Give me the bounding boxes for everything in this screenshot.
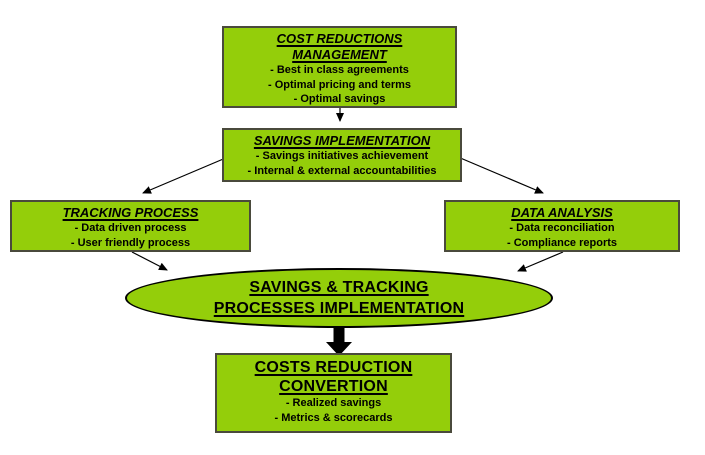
node-title: COSTS REDUCTION CONVERTION <box>217 358 450 396</box>
node-title-line: COST REDUCTIONS <box>276 31 403 46</box>
node-title: SAVINGS IMPLEMENTATION <box>224 133 460 149</box>
node-savings-tracking-implementation: SAVINGS & TRACKING PROCESSES IMPLEMENTAT… <box>125 268 553 328</box>
node-bullets: - Data reconciliation - Compliance repor… <box>446 221 678 250</box>
node-bullets: - Best in class agreements - Optimal pri… <box>224 63 455 107</box>
arrow-tracking-to-ellipse <box>131 251 168 271</box>
node-title: SAVINGS & TRACKING PROCESSES IMPLEMENTAT… <box>127 277 551 319</box>
node-title: COST REDUCTIONS MANAGEMENT <box>224 31 455 63</box>
node-title-line: COSTS REDUCTION <box>254 359 413 376</box>
node-title-line: TRACKING PROCESS <box>62 205 199 220</box>
bullet-item: - Realized savings <box>285 397 382 409</box>
arrow-savings-to-data-analysis <box>457 156 544 194</box>
arrow-data-analysis-to-ellipse <box>517 251 564 272</box>
arrow-savings-to-tracking <box>142 156 229 194</box>
bullet-item: - Best in class agreements <box>270 64 409 76</box>
node-bullets: - Realized savings - Metrics & scorecard… <box>217 396 450 425</box>
node-title-line: DATA ANALYSIS <box>511 205 613 220</box>
node-costs-reduction-convertion: COSTS REDUCTION CONVERTION - Realized sa… <box>215 353 452 433</box>
node-cost-reductions-management: COST REDUCTIONS MANAGEMENT - Best in cla… <box>222 26 457 108</box>
bullet-item: - Optimal savings <box>293 93 386 105</box>
node-title: TRACKING PROCESS <box>12 205 249 221</box>
node-title: DATA ANALYSIS <box>446 205 678 221</box>
arrow-ellipse-to-convertion <box>326 328 352 356</box>
bullet-item: - Data reconciliation <box>509 222 615 234</box>
bullet-item: - Data driven process <box>74 222 187 234</box>
node-data-analysis: DATA ANALYSIS - Data reconciliation - Co… <box>444 200 680 252</box>
bullet-item: - Optimal pricing and terms <box>267 78 412 91</box>
node-bullets: - Savings initiatives achievement - Inte… <box>224 149 460 178</box>
bullet-item: - User friendly process <box>70 236 191 249</box>
bullet-item: - Internal & external accountabilities <box>247 164 437 177</box>
bullet-item: - Savings initiatives achievement <box>255 150 429 162</box>
node-bullets: - Data driven process - User friendly pr… <box>12 221 249 250</box>
node-title-line: CONVERTION <box>279 378 388 395</box>
node-title-line: SAVINGS & TRACKING <box>249 279 429 296</box>
node-title-line: SAVINGS IMPLEMENTATION <box>253 133 431 148</box>
node-title-line: PROCESSES IMPLEMENTATION <box>213 300 465 317</box>
node-savings-implementation: SAVINGS IMPLEMENTATION - Savings initiat… <box>222 128 462 182</box>
bullet-item: - Metrics & scorecards <box>274 411 393 424</box>
node-title-line: MANAGEMENT <box>292 47 387 62</box>
bullet-item: - Compliance reports <box>506 236 618 249</box>
node-tracking-process: TRACKING PROCESS - Data driven process -… <box>10 200 251 252</box>
